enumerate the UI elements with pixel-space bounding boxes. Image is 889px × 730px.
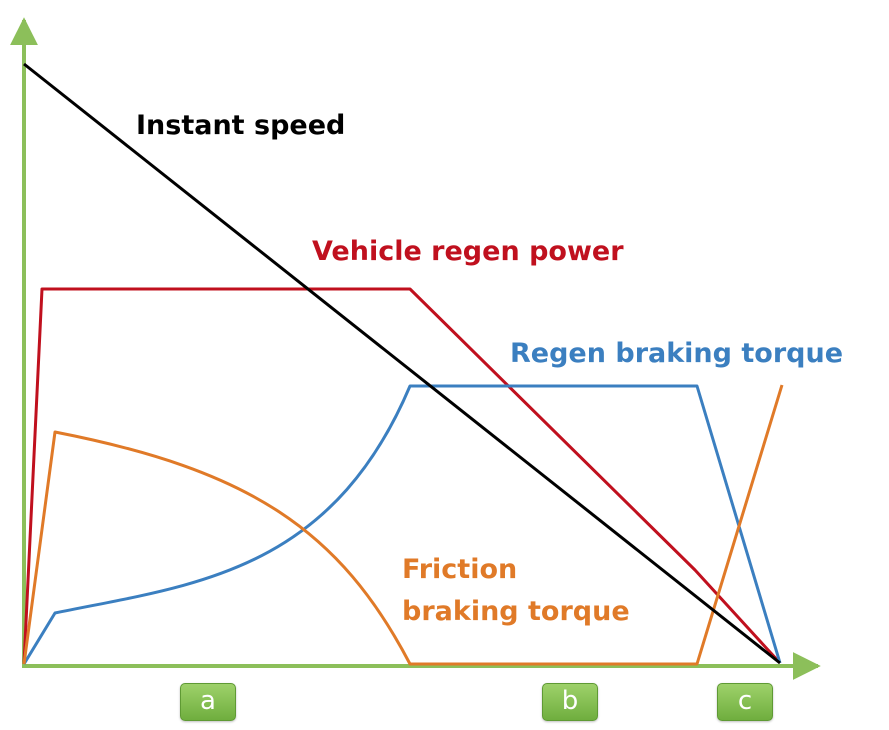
instant-speed-curve: [23, 62, 781, 665]
instant-speed-label: Instant speed: [136, 110, 346, 141]
friction-braking-torque-label-line1: Friction: [402, 554, 518, 585]
phase-badge-a: a: [180, 683, 236, 721]
vehicle-regen-power-curve: [22, 287, 782, 665]
phase-badge-b: b: [542, 683, 598, 721]
friction-braking-torque-label-line2: braking torque: [402, 596, 630, 627]
regen-braking-torque-curve: [22, 384, 782, 665]
friction-braking-torque-curve: [22, 384, 784, 666]
regen-braking-torque-label: Regen braking torque: [510, 338, 844, 369]
vehicle-regen-power-label: Vehicle regen power: [312, 236, 624, 267]
phase-badge-c: c: [717, 683, 773, 721]
